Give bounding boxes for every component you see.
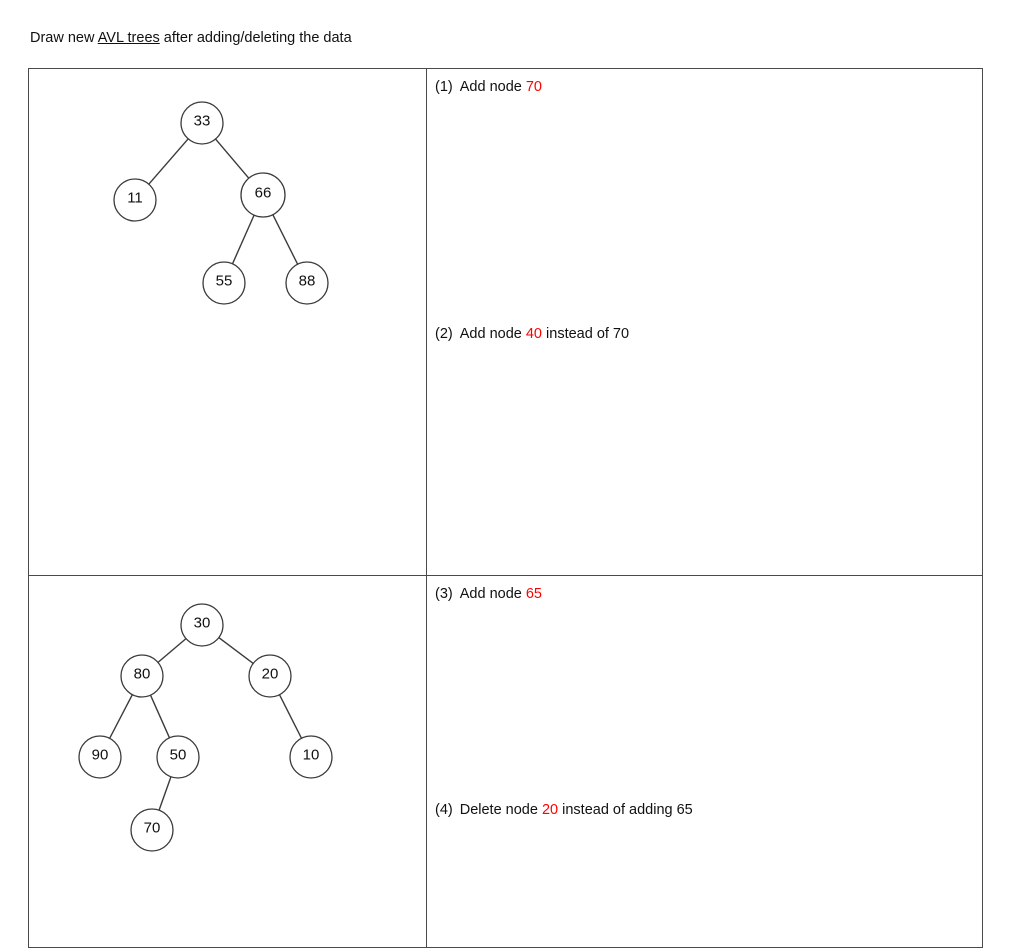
page-title-emphasis: AVL trees — [97, 30, 160, 46]
task-item-3: (3) Add node 65 — [435, 584, 542, 604]
node-label: 55 — [216, 273, 233, 290]
node-label: 80 — [134, 666, 151, 683]
node-label: 66 — [255, 185, 272, 202]
task-highlight-3: 65 — [525, 586, 542, 602]
node-circle — [156, 735, 200, 779]
tree-node-33: 33 — [180, 101, 224, 145]
tree-edge — [158, 776, 172, 811]
tree-node-80: 80 — [120, 654, 164, 698]
tree-edge — [215, 138, 250, 179]
tree-node-50: 50 — [156, 735, 200, 779]
node-label: 50 — [170, 747, 187, 764]
tree-node-88: 88 — [285, 261, 329, 305]
tree-edge — [148, 138, 189, 185]
task-number-2: (2) — [435, 326, 453, 342]
node-label: 10 — [303, 747, 320, 764]
tree-diagrams: 33 11 66 55 88 30 80 20 90 50 10 70 — [78, 101, 333, 852]
task-text-post-4: instead of adding 65 — [558, 802, 693, 818]
task-item-1: (1) Add node 70 — [435, 77, 542, 97]
tree-edge — [231, 214, 255, 265]
node-circle — [240, 172, 286, 218]
task-highlight-1: 70 — [525, 79, 542, 95]
table-cell-tasks-1: (1) Add node 70 (2) Add node 40 instead of… — [427, 69, 983, 575]
tree-node-55: 55 — [202, 261, 246, 305]
node-circle — [289, 735, 333, 779]
task-item-4: (4) Delete node 20 instead of adding 65 — [435, 800, 693, 820]
table-column-divider — [426, 69, 427, 947]
tree-edge — [149, 694, 171, 739]
node-circle — [113, 178, 157, 222]
task-number-3: (3) — [435, 586, 453, 602]
tree-node-11: 11 — [113, 178, 157, 222]
task-text-pre-3: Add node — [459, 586, 526, 602]
page-title-suffix: after adding/deleting the data — [159, 30, 352, 46]
tree-edge — [218, 637, 254, 664]
node-circle — [78, 735, 122, 779]
node-label: 88 — [299, 273, 316, 290]
node-circle — [120, 654, 164, 698]
tree-edge — [109, 694, 133, 739]
task-number-1: (1) — [435, 79, 453, 95]
task-text-pre-1: Add node — [459, 79, 526, 95]
node-circle — [180, 603, 224, 647]
node-label: 90 — [92, 747, 109, 764]
worksheet-page: Draw new AVL trees after adding/deleting… — [28, 28, 983, 948]
node-circle — [248, 654, 292, 698]
tree-edge — [278, 694, 303, 739]
exercise-table: (1) Add node 70 (2) Add node 40 instead of… — [28, 68, 983, 948]
tree-node-20: 20 — [248, 654, 292, 698]
node-label: 11 — [127, 190, 143, 207]
task-highlight-2: 40 — [525, 326, 542, 342]
avl-tree-2: 30 80 20 90 50 10 70 — [78, 603, 333, 852]
task-highlight-4: 20 — [541, 802, 559, 818]
node-label: 20 — [262, 666, 279, 683]
node-label: 33 — [194, 113, 211, 130]
task-text-post-2: instead of 70 — [542, 326, 630, 342]
tree-edge — [272, 214, 299, 265]
task-item-2: (2) Add node 40 instead of 70 — [435, 324, 629, 344]
page-title-prefix: Draw new — [30, 30, 98, 46]
node-circle — [130, 808, 174, 852]
tree-node-10: 10 — [289, 735, 333, 779]
node-circle — [285, 261, 329, 305]
avl-tree-1: 33 11 66 55 88 — [113, 101, 329, 305]
task-text-pre-4: Delete node — [459, 802, 542, 818]
table-cell-tasks-2: (3) Add node 65 (4) Delete node 20 instead… — [427, 576, 983, 948]
tree-edge — [157, 638, 187, 663]
tree-node-90: 90 — [78, 735, 122, 779]
node-label: 70 — [144, 820, 161, 837]
table-row-divider — [29, 575, 982, 576]
tree-node-30: 30 — [180, 603, 224, 647]
task-number-4: (4) — [435, 802, 453, 818]
tree-node-66: 66 — [240, 172, 286, 218]
page-title: Draw new AVL trees after adding/deleting… — [30, 28, 352, 48]
tree-node-70: 70 — [130, 808, 174, 852]
node-label: 30 — [194, 615, 211, 632]
task-text-pre-2: Add node — [459, 326, 526, 342]
node-circle — [180, 101, 224, 145]
node-circle — [202, 261, 246, 305]
